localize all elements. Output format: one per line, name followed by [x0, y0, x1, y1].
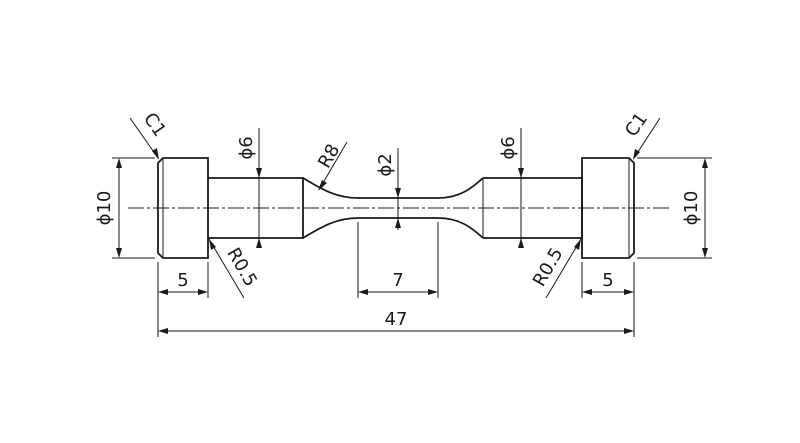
dim-overall-length: 47: [158, 309, 634, 334]
dim-right-fillet-radius: R0.5: [529, 238, 582, 299]
overall-length-label: 47: [385, 309, 408, 330]
dim-left-head-length: 5: [158, 270, 208, 295]
dim-left-chamfer: C1: [129, 109, 170, 160]
dim-gauge-diameter: ϕ2: [375, 148, 401, 230]
dim-neck-radius: R8: [314, 141, 348, 191]
right-chamfer-label: C1: [621, 109, 652, 141]
left-head-length-label: 5: [177, 270, 188, 291]
dim-left-shoulder-diameter: ϕ6: [236, 128, 262, 248]
left-chamfer-label: C1: [139, 109, 170, 141]
gauge-diameter-label: ϕ2: [375, 153, 396, 176]
left-fillet-radius-label: R0.5: [222, 244, 261, 290]
dim-right-head-diameter: ϕ10: [637, 157, 712, 259]
right-head-length-label: 5: [602, 270, 613, 291]
dim-left-head-diameter: ϕ10: [94, 157, 155, 259]
dim-right-chamfer: C1: [621, 109, 661, 160]
dim-right-head-length: 5: [582, 270, 634, 295]
right-shoulder-diameter-label: ϕ6: [498, 136, 519, 159]
right-head-diameter-label: ϕ10: [681, 191, 702, 226]
gauge-length-label: 7: [392, 270, 403, 291]
dim-gauge-length: 7: [358, 270, 438, 295]
left-head-diameter-label: ϕ10: [94, 191, 115, 226]
dim-left-fillet-radius: R0.5: [208, 238, 261, 299]
left-shoulder-diameter-label: ϕ6: [236, 136, 257, 159]
extension-lines: [157, 222, 635, 337]
neck-radius-label: R8: [314, 141, 344, 172]
right-fillet-radius-label: R0.5: [529, 244, 568, 290]
dim-right-shoulder-diameter: ϕ6: [498, 128, 524, 248]
